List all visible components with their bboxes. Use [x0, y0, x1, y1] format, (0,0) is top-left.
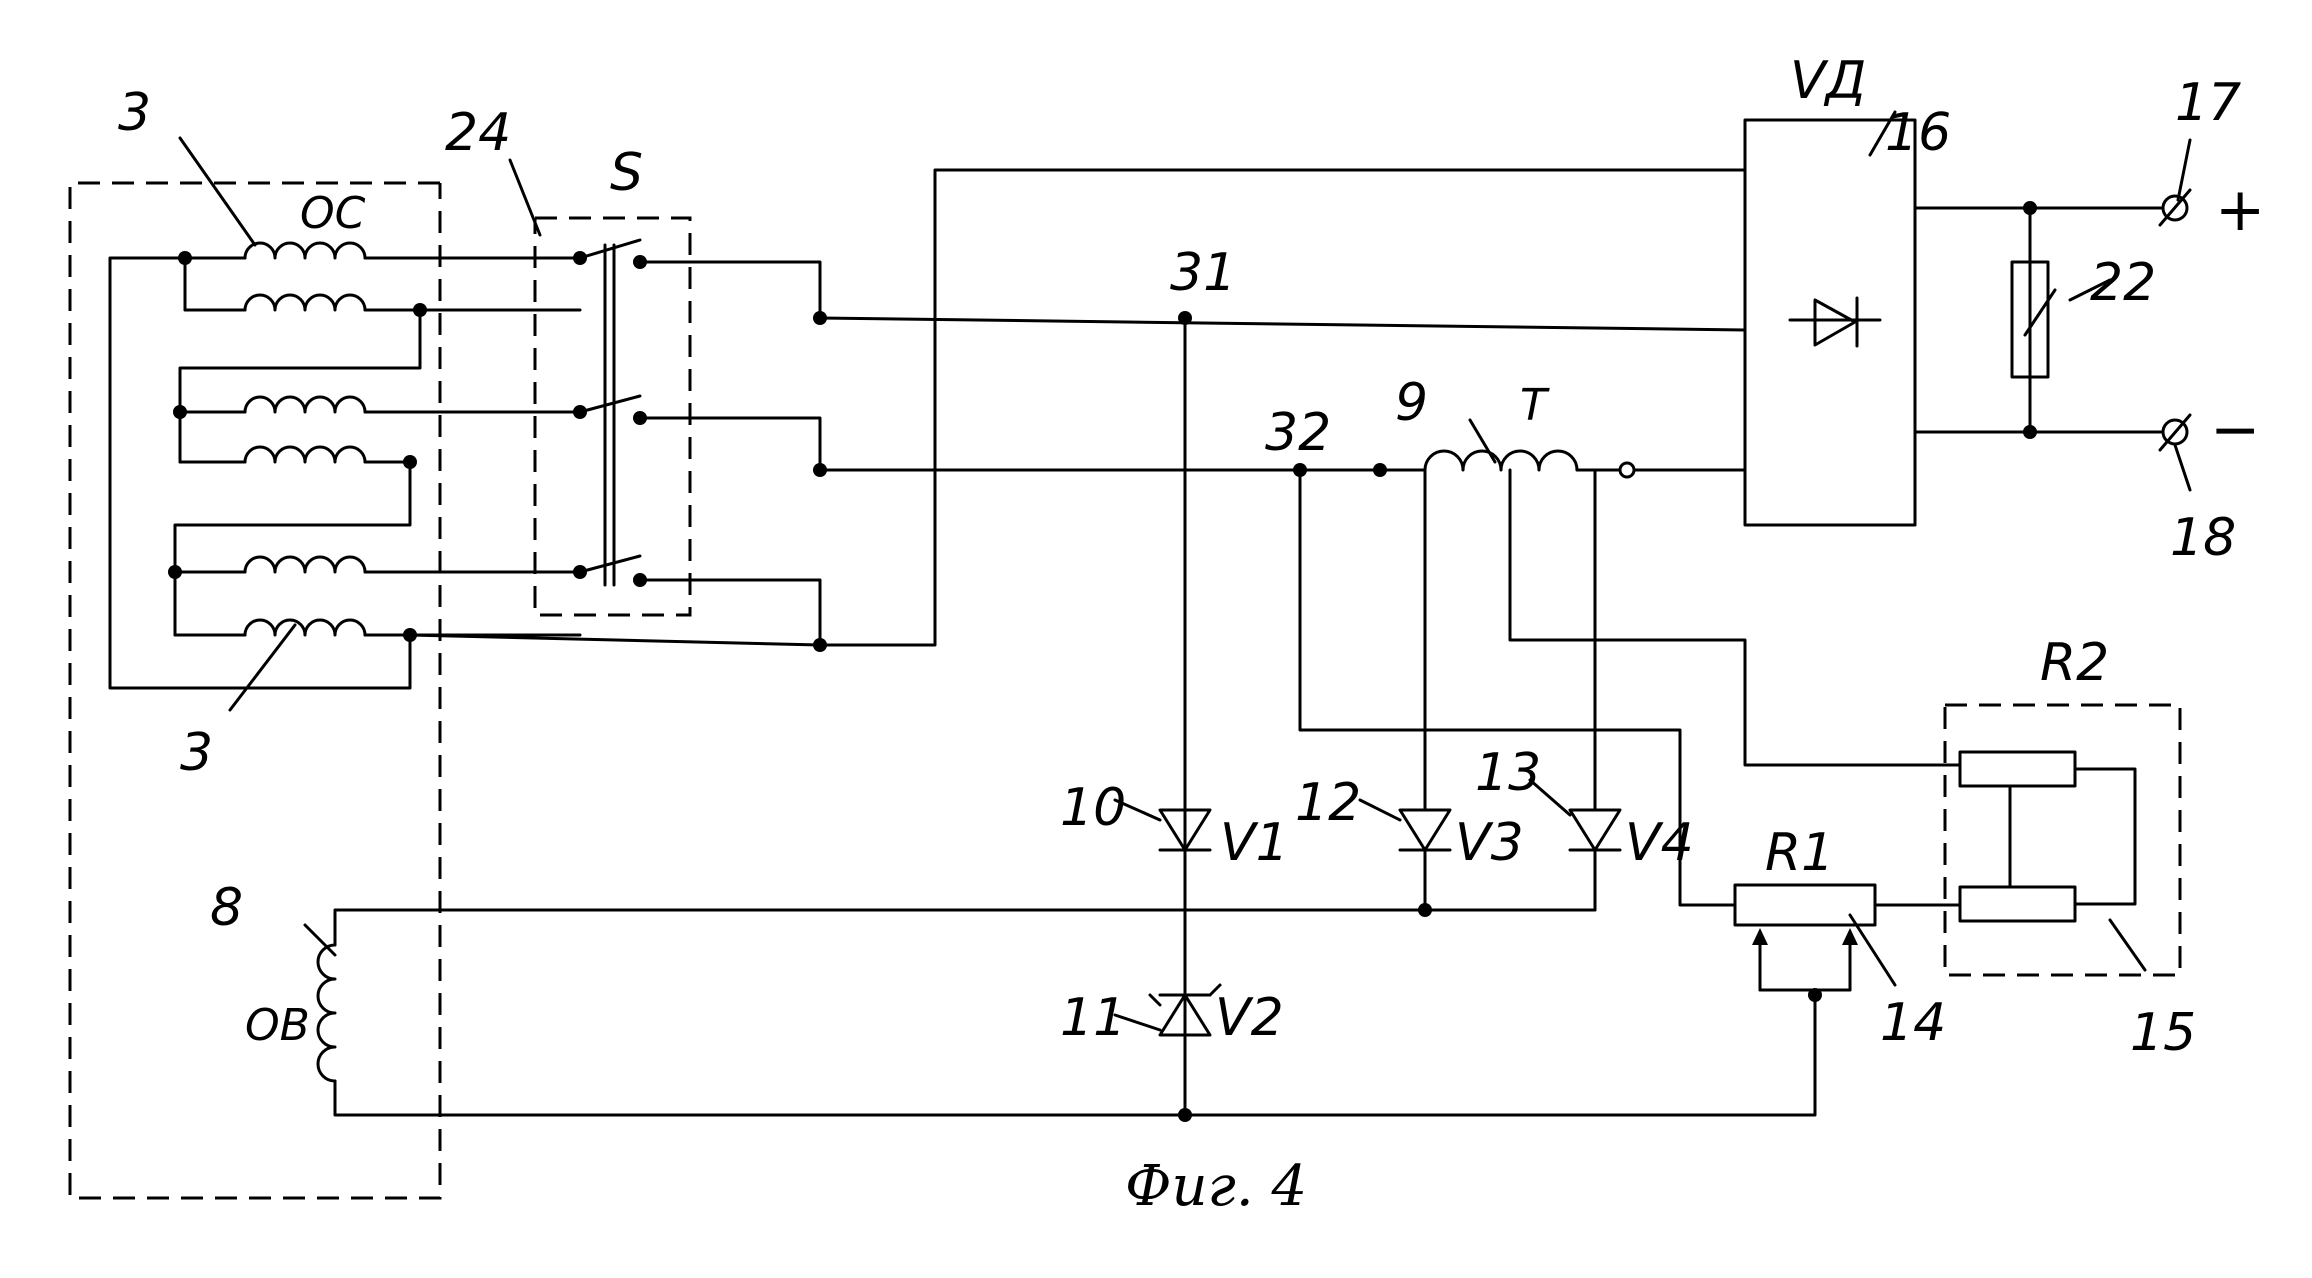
label-transformer-t: T — [1520, 380, 1550, 431]
label-coil-3-top: 3 — [118, 83, 151, 143]
diode-v3 — [1398, 808, 1452, 852]
switch-s — [533, 216, 822, 647]
label-r2-15: 15 — [2130, 1003, 2196, 1063]
label-diode-10: 10 — [1060, 778, 1126, 838]
label-r1-14: 14 — [1880, 993, 1946, 1053]
label-rectifier-vd: VД — [1790, 51, 1866, 111]
label-field-ob: ОВ — [245, 1000, 310, 1051]
label-winding-oc: ОС — [300, 188, 366, 239]
label-diode-v4: V4 — [1625, 813, 1694, 873]
load-resistor-22 — [2010, 260, 2057, 379]
diode-v2 — [1148, 983, 1222, 1037]
diode-v1 — [1158, 808, 1212, 852]
label-transformer-9: 9 — [1395, 373, 1428, 433]
diode-v4 — [1568, 808, 1622, 852]
resistor-r1 — [1733, 883, 1962, 1002]
leader-lines — [178, 110, 2112, 1032]
label-load-22: 22 — [2090, 253, 2156, 313]
label-switch-24: 24 — [445, 103, 511, 163]
transformer-t — [1293, 449, 1962, 907]
label-rectifier-16: 16 — [1885, 103, 1951, 163]
label-terminal-18: 18 — [2170, 508, 2236, 568]
label-node-32: 32 — [1265, 403, 1331, 463]
label-node-31: 31 — [1170, 243, 1236, 303]
label-terminal-17: 17 — [2175, 73, 2241, 133]
stator-windings — [108, 241, 582, 690]
label-diode-v2: V2 — [1215, 988, 1284, 1048]
rectifier-vd — [1743, 118, 2177, 527]
label-diode-v1: V1 — [1220, 813, 1289, 873]
label-diode-12: 12 — [1295, 773, 1361, 833]
label-minus: − — [2210, 395, 2260, 465]
label-diode-v3: V3 — [1455, 813, 1524, 873]
phase-lines — [408, 168, 1747, 652]
text-labels: 3 3 ОС 24 S 31 32 9 T VД 16 17 18 + − 22… — [118, 51, 2265, 1219]
label-diode-13: 13 — [1475, 743, 1541, 803]
generator-enclosure — [68, 181, 442, 1200]
field-winding-ob — [316, 848, 1817, 1122]
label-coil-3-bottom: 3 — [180, 723, 213, 783]
label-r1: R1 — [1765, 823, 1834, 883]
label-diode-11: 11 — [1060, 988, 1126, 1048]
figure-caption: Фиг. 4 — [1125, 1154, 1307, 1219]
label-r2: R2 — [2040, 633, 2109, 693]
node-31-line — [1178, 311, 1192, 1117]
resistor-r2 — [1943, 703, 2182, 977]
label-field-8: 8 — [210, 878, 243, 938]
output-terminals — [2158, 138, 2192, 492]
label-switch-s: S — [610, 143, 643, 203]
label-plus: + — [2215, 175, 2265, 245]
